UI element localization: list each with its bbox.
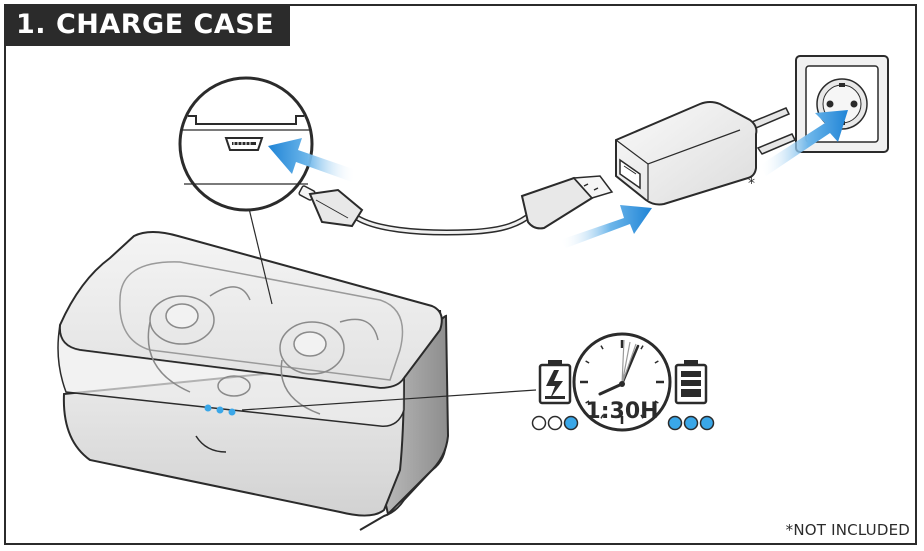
clock-tick — [585, 400, 590, 404]
clock-tick — [600, 414, 604, 419]
battery-charging-icon — [538, 360, 572, 405]
insert-arrow-adapter — [560, 205, 652, 248]
battery-full-icon — [674, 360, 708, 405]
clock-tick — [585, 360, 590, 364]
led-dot-on — [667, 415, 683, 431]
clock-tick — [654, 400, 659, 404]
charging-led-dots — [531, 415, 579, 431]
full-led-dots — [667, 415, 715, 431]
led-dot-on — [683, 415, 699, 431]
adapter-footnote-mark: * — [748, 176, 755, 192]
clock-tick — [640, 345, 644, 350]
clock-icon: 1:30H — [572, 332, 672, 432]
port-callout-line — [245, 195, 273, 305]
clock-tick — [600, 345, 604, 350]
clock-tick — [640, 414, 644, 419]
case-led-indicators — [204, 404, 236, 416]
usb-cable — [298, 175, 614, 236]
port-zoom-callout — [178, 76, 314, 212]
led-dot-off — [547, 415, 563, 431]
led-callout-line — [241, 389, 537, 411]
led-dot-on — [563, 415, 579, 431]
step-title: 1. CHARGE CASE — [4, 4, 291, 46]
charging-case — [57, 231, 450, 531]
led-dot-on — [699, 415, 715, 431]
not-included-note: *NOT INCLUDED — [785, 521, 910, 539]
insert-arrow-socket — [760, 110, 848, 176]
charge-time-label: 1:30H — [585, 399, 658, 424]
power-adapter — [615, 101, 797, 206]
insert-arrow-port — [268, 138, 356, 182]
clock-tick — [654, 360, 659, 364]
panel-border — [4, 4, 917, 545]
led-dot-off — [531, 415, 547, 431]
